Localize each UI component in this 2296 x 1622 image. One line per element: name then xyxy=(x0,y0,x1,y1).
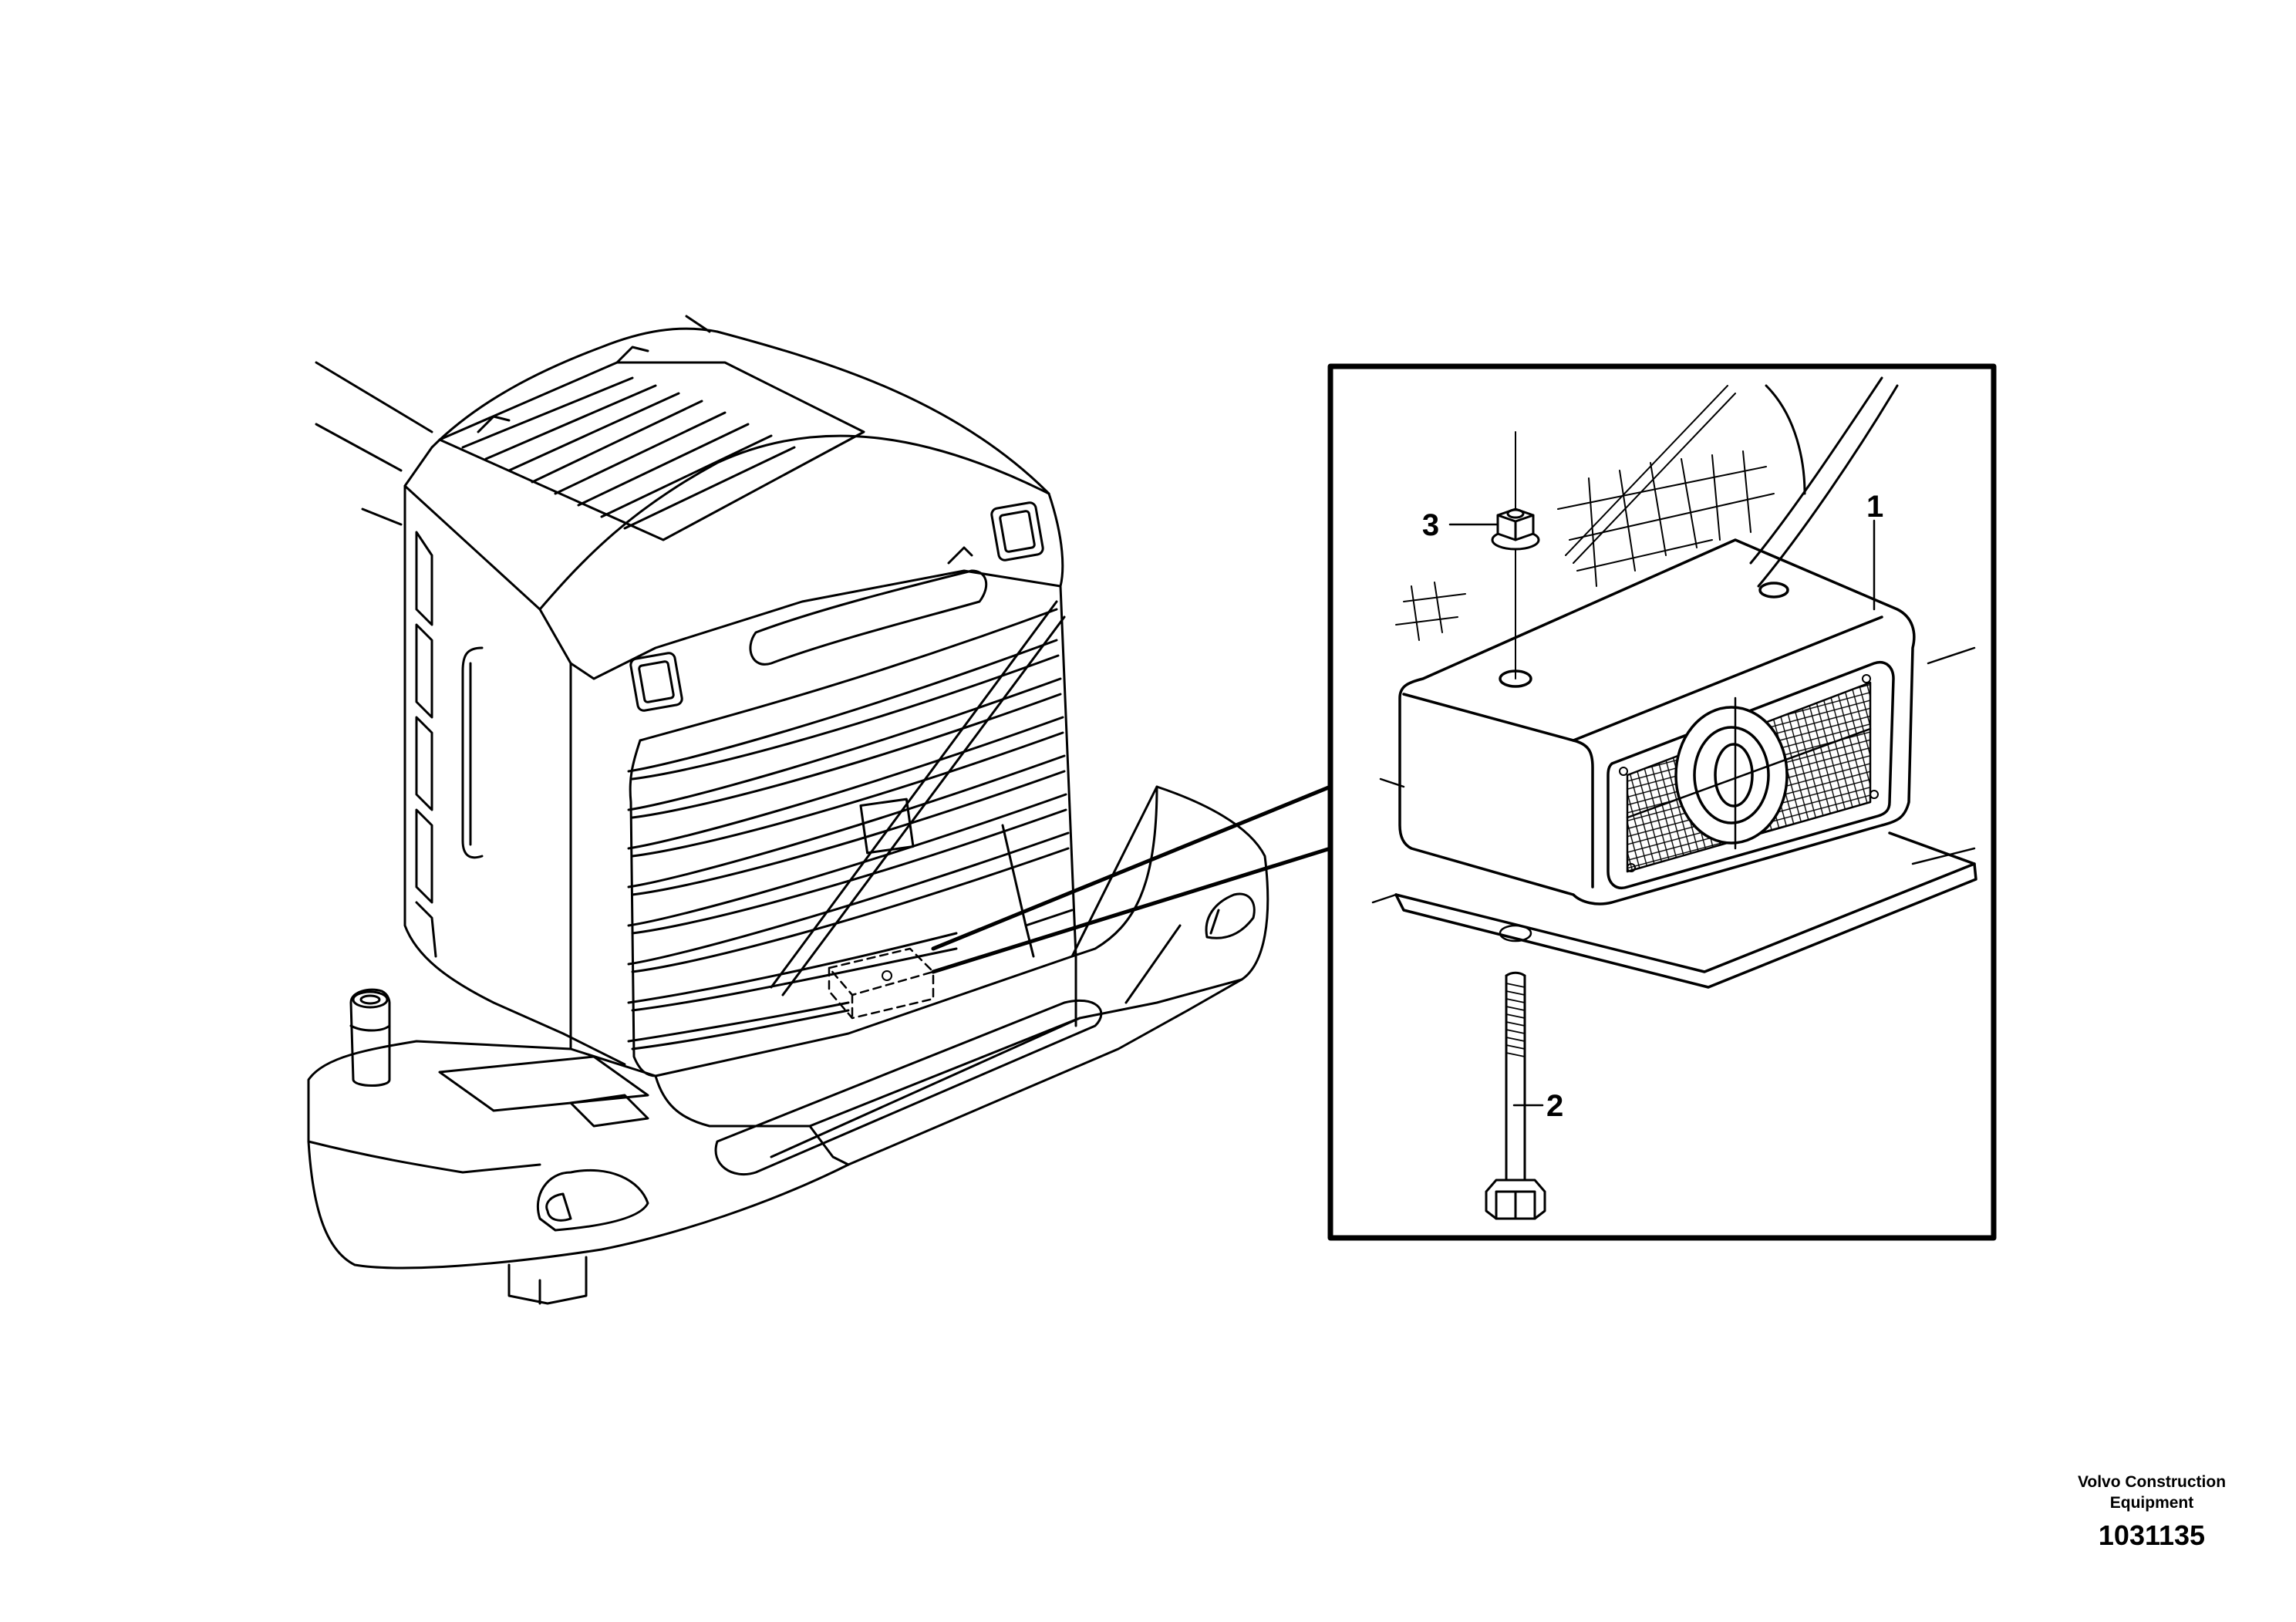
mounting-plate xyxy=(1394,831,1976,973)
hex-bolt xyxy=(1485,971,1546,1220)
title-block: Volvo Construction Equipment 1031135 xyxy=(2078,1473,2226,1551)
callout-2: 2 xyxy=(1546,1089,1563,1123)
flange-nut xyxy=(1491,431,1540,679)
callout-3: 3 xyxy=(1422,508,1439,542)
work-light-left xyxy=(629,652,683,712)
mounting-location-marker xyxy=(828,947,935,1020)
warning-light xyxy=(1398,538,1916,905)
detail-view xyxy=(1327,363,1997,1241)
brand-line-1: Volvo Construction xyxy=(2078,1473,2226,1491)
counterweight xyxy=(307,785,1269,1270)
detail-frame xyxy=(1327,363,1997,1241)
drawing-number: 1031135 xyxy=(2099,1519,2205,1551)
machine-overview xyxy=(307,315,1333,1305)
callout-1: 1 xyxy=(1866,490,1883,524)
brand-line-2: Equipment xyxy=(2110,1494,2194,1512)
lifting-eye xyxy=(349,988,391,1087)
engine-hood xyxy=(716,330,1077,1027)
detail-leader-line xyxy=(931,784,1333,951)
work-light-right xyxy=(990,501,1044,561)
